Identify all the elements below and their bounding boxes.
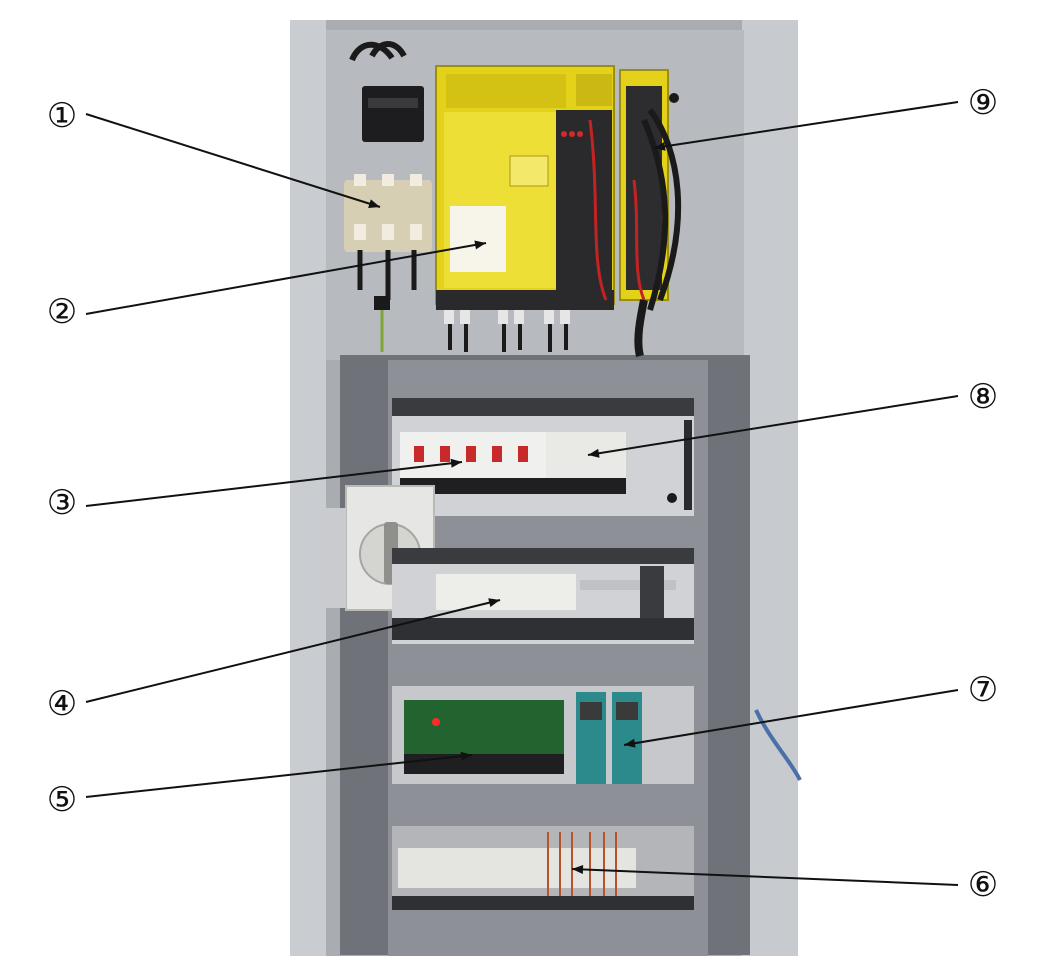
callout-arrowhead-5 xyxy=(460,751,472,761)
callout-line-6 xyxy=(571,868,959,886)
breaker-row-2 xyxy=(392,548,694,644)
wire-bundle xyxy=(754,709,802,781)
cabinet-left-wall xyxy=(290,20,326,956)
callout-lines xyxy=(85,101,959,886)
callout-label-9: ⑨ xyxy=(968,83,998,123)
callout-arrowhead-1 xyxy=(368,199,380,208)
power-supply-icon xyxy=(576,692,642,784)
cabinet-photo xyxy=(290,20,802,956)
callout-label-5: ⑤ xyxy=(47,780,77,820)
callout-label-3: ③ xyxy=(47,483,77,523)
callout-arrowhead-8 xyxy=(588,448,600,458)
callout-arrowhead-9 xyxy=(654,141,666,151)
callout-label-2: ② xyxy=(47,292,77,332)
callout-labels: ① ② ③ ④ ⑤ ⑥ ⑦ ⑧ ⑨ xyxy=(47,83,998,905)
callout-line-5 xyxy=(85,754,473,798)
callout-line-9 xyxy=(653,101,959,149)
callout-line-3 xyxy=(85,461,463,507)
callout-line-1 xyxy=(85,113,381,208)
callout-line-2 xyxy=(85,242,487,315)
callout-arrowhead-6 xyxy=(572,864,584,874)
callout-label-6: ⑥ xyxy=(968,865,998,905)
callout-arrowhead-3 xyxy=(450,458,462,468)
cabinet-right-wall xyxy=(742,20,798,956)
servo-amplifier-icon xyxy=(435,65,615,352)
callout-label-1: ① xyxy=(47,96,77,136)
callout-label-8: ⑧ xyxy=(968,377,998,417)
contactor-icon xyxy=(344,41,432,352)
breaker-row xyxy=(392,398,694,516)
callout-arrowhead-4 xyxy=(488,598,500,608)
callout-line-8 xyxy=(587,395,959,456)
callout-line-7 xyxy=(623,689,959,746)
terminal-row xyxy=(392,826,694,910)
relay-row xyxy=(392,686,694,784)
callout-arrowhead-7 xyxy=(624,738,636,748)
servo-amplifier-icon xyxy=(619,69,682,357)
callout-arrowhead-2 xyxy=(474,240,486,250)
callout-label-4: ④ xyxy=(47,684,77,724)
callout-line-4 xyxy=(85,599,501,703)
callout-label-7: ⑦ xyxy=(968,670,998,710)
